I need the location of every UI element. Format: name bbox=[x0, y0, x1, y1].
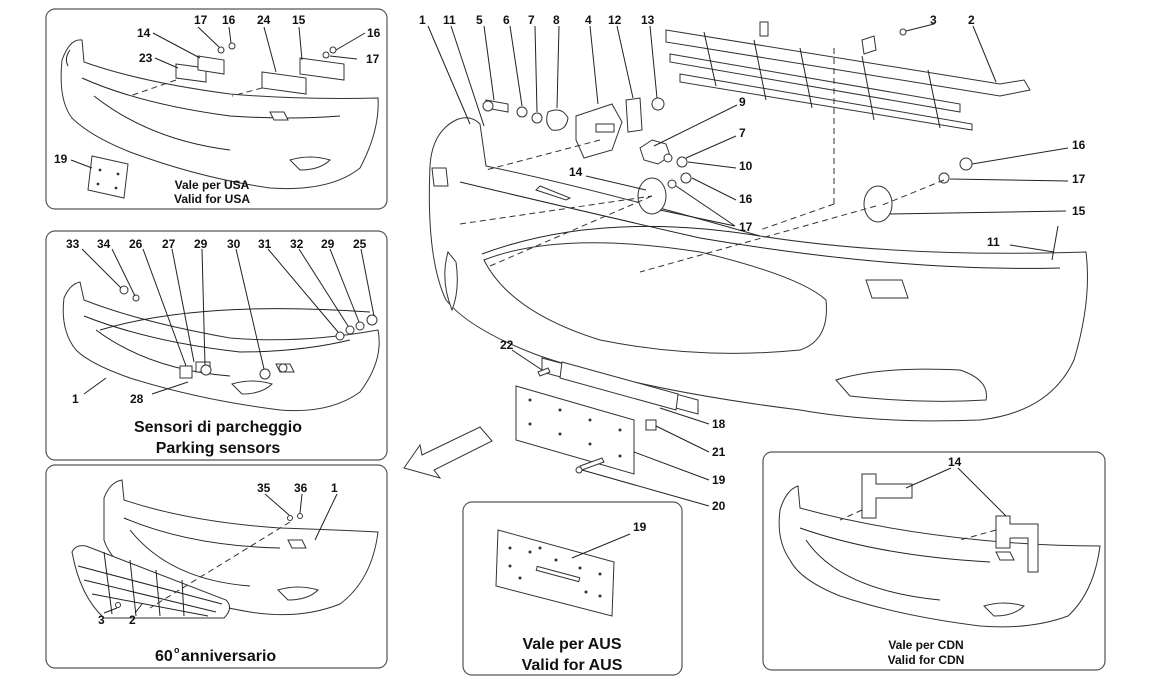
panel-usa: 17 16 14 24 15 16 23 17 19 Valid for USA… bbox=[45, 8, 388, 210]
label-main-6: 6 bbox=[503, 13, 510, 27]
label-anniv-3: 3 bbox=[98, 613, 105, 627]
label-sensors-33: 33 bbox=[66, 237, 80, 251]
label-main-8: 8 bbox=[553, 13, 560, 27]
label-main-21: 21 bbox=[712, 445, 726, 459]
label-main-10: 10 bbox=[739, 159, 753, 173]
label-main-7b: 7 bbox=[739, 126, 746, 140]
label-anniv-1: 1 bbox=[331, 481, 338, 495]
label-usa-24: 24 bbox=[257, 13, 271, 27]
label-main-12: 12 bbox=[608, 13, 622, 27]
label-usa-16a: 16 bbox=[222, 13, 236, 27]
label-main-7a: 7 bbox=[528, 13, 535, 27]
main-bumper-assembly: 1 11 5 6 7 8 4 12 13 3 2 9 7 10 14 16 17… bbox=[403, 13, 1088, 513]
label-main-1: 1 bbox=[419, 13, 426, 27]
label-sensors-29b: 29 bbox=[321, 237, 335, 251]
label-main-22: 22 bbox=[500, 338, 514, 352]
caption-aus-it: Vale per AUS bbox=[522, 636, 621, 653]
caption-usa-it: Vale per USA bbox=[175, 178, 250, 192]
label-usa-19: 19 bbox=[54, 152, 68, 166]
caption-sensors-it: Sensori di parcheggio bbox=[134, 419, 302, 436]
label-main-14: 14 bbox=[569, 165, 583, 179]
label-main-11a: 11 bbox=[443, 13, 456, 27]
label-main-16a: 16 bbox=[1072, 138, 1086, 152]
label-sensors-28: 28 bbox=[130, 392, 144, 406]
label-main-16b: 16 bbox=[739, 192, 753, 206]
label-sensors-29a: 29 bbox=[194, 237, 208, 251]
panel-cdn: 14 Vale per CDN Valid for CDN bbox=[762, 451, 1106, 671]
label-sensors-25: 25 bbox=[353, 237, 367, 251]
caption-cdn-en: Valid for CDN bbox=[888, 653, 965, 667]
label-sensors-1: 1 bbox=[72, 392, 79, 406]
caption-sensors-en: Parking sensors bbox=[156, 440, 281, 457]
label-usa-17b: 17 bbox=[366, 52, 380, 66]
label-usa-17a: 17 bbox=[194, 13, 208, 27]
label-sensors-31: 31 bbox=[258, 237, 272, 251]
label-anniv-36: 36 bbox=[294, 481, 308, 495]
label-main-18: 18 bbox=[712, 417, 726, 431]
label-sensors-30: 30 bbox=[227, 237, 241, 251]
label-main-19: 19 bbox=[712, 473, 726, 487]
panel-parking-sensors: 33 34 26 27 29 30 31 32 29 25 1 28 Senso… bbox=[45, 230, 388, 461]
label-main-17a: 17 bbox=[1072, 172, 1086, 186]
direction-arrow-icon bbox=[403, 426, 493, 479]
label-sensors-26: 26 bbox=[129, 237, 143, 251]
label-main-13: 13 bbox=[641, 13, 655, 27]
label-main-5: 5 bbox=[476, 13, 483, 27]
label-main-4: 4 bbox=[585, 13, 592, 27]
caption-usa-en: Valid for USA bbox=[174, 192, 250, 206]
label-aus-19: 19 bbox=[633, 520, 647, 534]
label-usa-14: 14 bbox=[137, 26, 151, 40]
caption-cdn-it: Vale per CDN bbox=[888, 638, 963, 652]
label-main-15: 15 bbox=[1072, 204, 1086, 218]
caption-anniv-degree: o bbox=[174, 645, 180, 655]
label-sensors-32: 32 bbox=[290, 237, 304, 251]
label-sensors-34: 34 bbox=[97, 237, 111, 251]
label-main-20: 20 bbox=[712, 499, 726, 513]
label-anniv-2: 2 bbox=[129, 613, 136, 627]
label-main-2: 2 bbox=[968, 13, 975, 27]
panel-60-anniversario: 35 36 1 3 2 60 o anniversario bbox=[45, 464, 388, 669]
label-usa-16b: 16 bbox=[367, 26, 381, 40]
panel-aus: 19 Vale per AUS Valid for AUS bbox=[462, 501, 683, 676]
label-main-11b: 11 bbox=[987, 235, 1000, 249]
label-cdn-14: 14 bbox=[948, 455, 962, 469]
label-main-3: 3 bbox=[930, 13, 937, 27]
label-anniv-35: 35 bbox=[257, 481, 271, 495]
label-usa-23: 23 bbox=[139, 51, 153, 65]
caption-anniv-number: 60 bbox=[155, 648, 173, 665]
label-usa-15: 15 bbox=[292, 13, 306, 27]
label-sensors-27: 27 bbox=[162, 237, 176, 251]
label-main-17b: 17 bbox=[739, 220, 753, 234]
label-main-9: 9 bbox=[739, 95, 746, 109]
caption-aus-en: Valid for AUS bbox=[522, 657, 623, 674]
caption-anniv-text: anniversario bbox=[181, 648, 276, 665]
